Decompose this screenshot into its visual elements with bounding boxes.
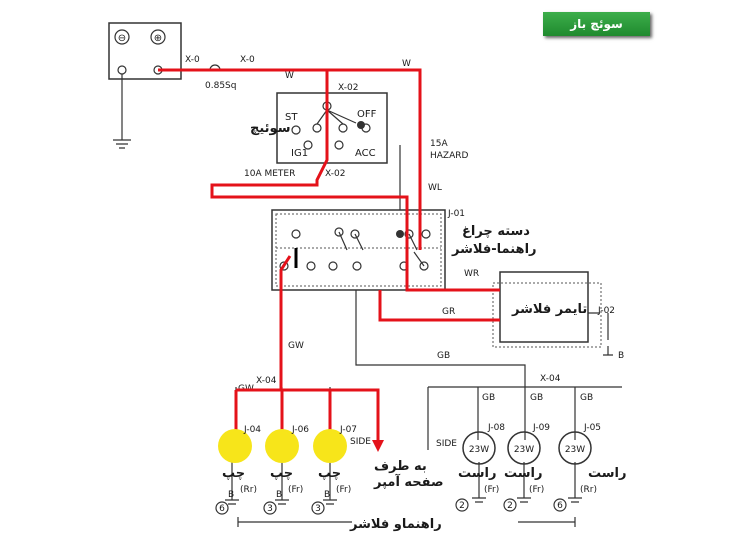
- lamp-left-3: چپ: [318, 466, 341, 481]
- lamp-j05: J-05: [583, 423, 601, 433]
- wire-label-gr: GR: [442, 307, 455, 317]
- left-lamp-rear: [218, 429, 252, 463]
- ignition-st: ST: [285, 112, 298, 123]
- rground-2: 2: [507, 501, 513, 511]
- lamp-watt-3: 23W: [565, 445, 585, 455]
- ground-3: 3: [315, 504, 321, 514]
- ground-1: 6: [219, 504, 225, 514]
- wire-label-x0a: X-0: [185, 55, 200, 65]
- wire-label-wl: WL: [428, 183, 442, 193]
- battery-plus: ⊕: [154, 33, 162, 44]
- switch-block-subtitle: راهنما-فلاشر: [451, 242, 537, 257]
- battery-minus: ⊖: [118, 33, 126, 44]
- lamp-j04: J-04: [243, 425, 261, 435]
- ignition-off: OFF: [357, 109, 377, 120]
- lamp-b-2: B: [276, 490, 282, 500]
- battery: ⊖ ⊕: [108, 22, 182, 149]
- lamp-right-2: راست: [504, 466, 543, 481]
- lamp-side-left: SIDE: [350, 437, 371, 447]
- switch-block-title: دسته چراغ: [462, 224, 530, 239]
- flasher-timer: تایمر فلاشر: [492, 271, 613, 356]
- wire-label-x02b: X-02: [325, 169, 345, 179]
- ground-2: 3: [267, 504, 273, 514]
- connector-j02: J-02: [597, 306, 615, 316]
- lamp-b-1: B: [228, 490, 234, 500]
- turn-signal-switch: دسته چراغ راهنما-فلاشر: [271, 209, 537, 291]
- left-lamp-front: [265, 429, 299, 463]
- hazard-fuse-label: HAZARD: [430, 151, 469, 161]
- lamp-right-3: راست: [588, 466, 627, 481]
- lamp-j09: J-09: [532, 423, 550, 433]
- right-lamps: 23W 23W 23W J-08 J-09 J-05 SIDE راست راس…: [436, 423, 627, 512]
- lamp-watt-1: 23W: [469, 445, 489, 455]
- lamp-watt-2: 23W: [514, 445, 534, 455]
- lamp-b-3: B: [324, 490, 330, 500]
- lamp-left-2: چپ: [270, 466, 293, 481]
- wire-label-gauge: 0.85Sq: [205, 81, 236, 91]
- wire-label-x0b: X-0: [240, 55, 255, 65]
- ignition-ig1: IG1: [291, 148, 308, 159]
- wire-label-x04b: X-04: [540, 374, 561, 384]
- wire-label-gw1: GW: [288, 341, 304, 351]
- wire-label-w1: W: [285, 71, 294, 81]
- wire-label-gb2: GB: [482, 393, 495, 403]
- active-circuit: [158, 68, 500, 452]
- lamp-side-right: SIDE: [436, 439, 457, 449]
- left-lamp-side: [313, 429, 347, 463]
- diagram-footer: راهنماو فلاشر: [349, 517, 442, 532]
- wire-label-w2: W: [402, 59, 411, 69]
- lamp-pos-3: (Fr): [336, 485, 351, 495]
- left-lamps: J-04 J-06 J-07 SIDE چپ چپ چپ (Rr) (Fr) (…: [215, 425, 371, 515]
- wire-label-gb1: GB: [437, 351, 450, 361]
- wire-label-x02a: X-02: [338, 83, 358, 93]
- meter-fuse-label: 10A METER: [244, 169, 295, 179]
- lamp-rpos-3: (Rr): [580, 485, 597, 495]
- lamp-left-1: چپ: [222, 466, 245, 481]
- lamp-right-1: راست: [458, 466, 497, 481]
- wire-label-gb4: GB: [580, 393, 593, 403]
- lamp-pos-2: (Fr): [288, 485, 303, 495]
- lamp-rpos-2: (Fr): [529, 485, 544, 495]
- wire-label-x04a: X-04: [256, 376, 277, 386]
- lamp-j08: J-08: [487, 423, 505, 433]
- timer-label: تایمر فلاشر: [511, 302, 587, 317]
- ignition-title: سوئیچ: [250, 121, 291, 136]
- switch-state-badge: سوئچ باز: [543, 12, 650, 36]
- rground-1: 2: [459, 501, 465, 511]
- rground-3: 6: [557, 501, 563, 511]
- wire-label-gb3: GB: [530, 393, 543, 403]
- ignition-switch: سوئیچ ST OFF IG1 ACC: [250, 92, 388, 164]
- hazard-fuse-amp: 15A: [430, 139, 448, 149]
- lamp-j07: J-07: [339, 425, 357, 435]
- timer-ground-label: B: [618, 351, 624, 361]
- lamp-rpos-1: (Fr): [484, 485, 499, 495]
- lamp-pos-1: (Rr): [240, 485, 257, 495]
- wire-label-wr: WR: [464, 269, 479, 279]
- lamp-j06: J-06: [291, 425, 309, 435]
- to-meter-line1: به طرف: [374, 459, 427, 474]
- ignition-acc: ACC: [355, 148, 376, 159]
- to-meter-line2: صفحه آمپر: [373, 473, 444, 490]
- connector-j01: J-01: [447, 209, 465, 219]
